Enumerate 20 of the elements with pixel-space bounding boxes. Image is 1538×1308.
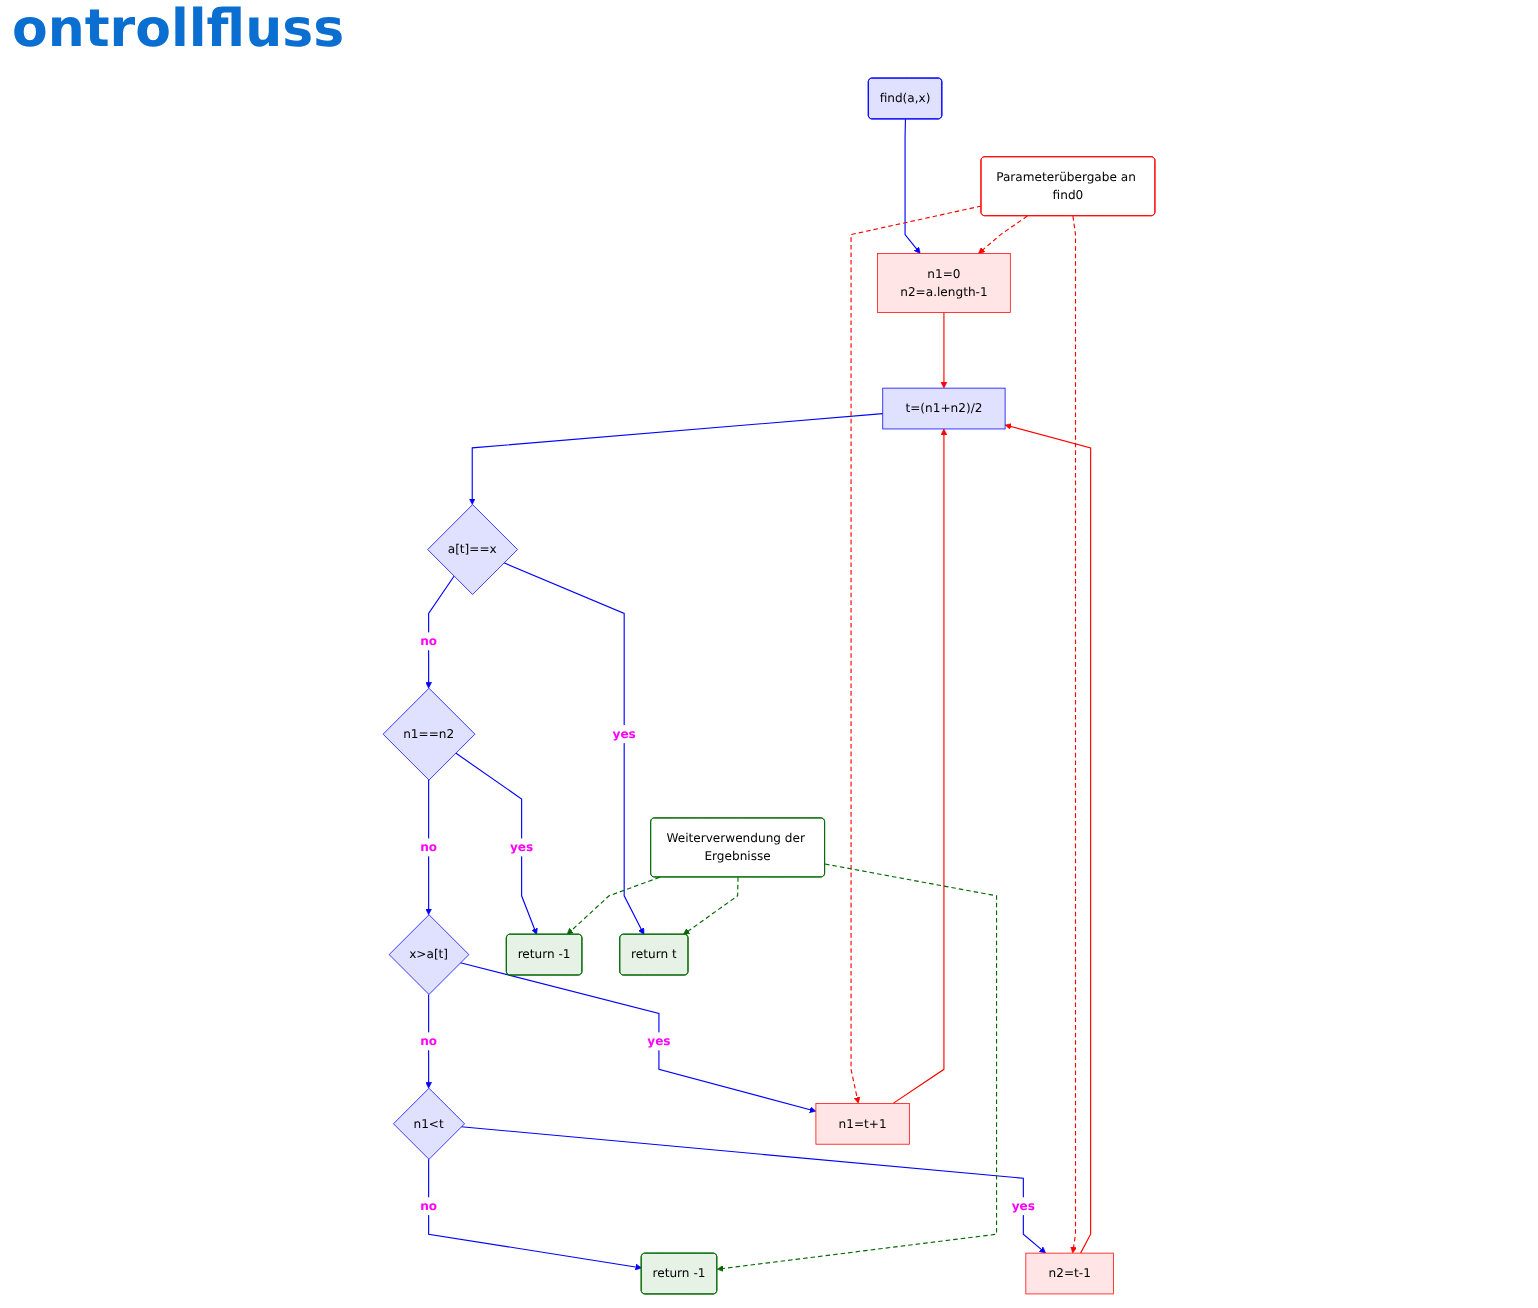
arrow	[566, 876, 661, 935]
arrow	[428, 1158, 642, 1271]
arrow	[425, 575, 455, 689]
arrow	[459, 962, 817, 1113]
arrow	[503, 562, 645, 935]
title: ontrollfluss	[12, 0, 345, 60]
arrow	[1004, 423, 1092, 1254]
arrow	[425, 779, 432, 915]
arrow	[1070, 215, 1077, 1254]
arrow	[850, 205, 982, 1104]
arrow	[683, 876, 739, 935]
arrow	[892, 428, 948, 1104]
arrow	[978, 215, 1028, 254]
arrow	[904, 118, 921, 254]
arrow	[460, 1126, 1046, 1254]
arrow	[940, 311, 948, 389]
arrow	[468, 413, 884, 505]
arrow	[455, 752, 538, 935]
arrow	[716, 863, 998, 1272]
arrow	[425, 993, 432, 1089]
